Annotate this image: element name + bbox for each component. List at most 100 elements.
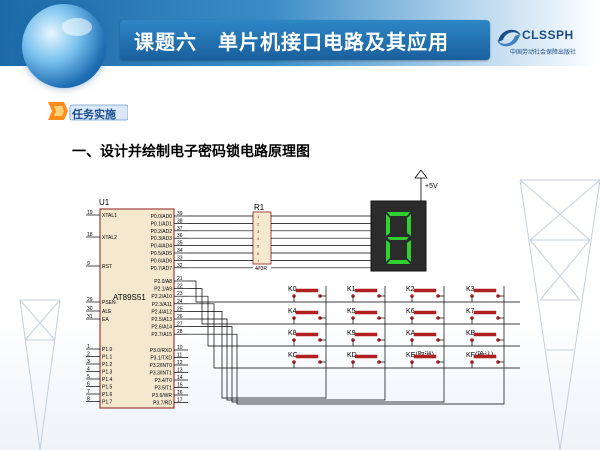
key-label: K0 [288, 286, 297, 293]
pin-number: 30 [87, 306, 93, 312]
pin-name: P0.2/AD2 [151, 229, 173, 235]
key-switch[interactable] [474, 311, 496, 314]
pin-number: 8 [87, 397, 90, 403]
display-digit: 8 [0, 0, 1, 1]
resistor-pack [253, 212, 271, 264]
pin-name: P1.4 [102, 377, 113, 383]
pin-number: 19 [87, 210, 93, 216]
pin-name: PSEN [102, 300, 116, 306]
pin-number: 23 [177, 291, 183, 297]
pin-name: P0.1/AD1 [151, 221, 173, 227]
chip-name: AT89S51 [113, 293, 146, 302]
pin-name: P0.3/AD3 [151, 236, 173, 242]
pin-name: P3.3/INT1 [149, 371, 172, 377]
vcc-arrow [415, 170, 427, 178]
pin-number: 31 [87, 314, 93, 320]
pin-name: P2.4/A12 [151, 309, 172, 315]
r1-ref: R1 [254, 203, 265, 212]
pin-number: 18 [87, 232, 93, 238]
key-switch[interactable] [296, 333, 318, 336]
key-label: K4 [288, 308, 297, 315]
pin-name: ALE [102, 309, 112, 315]
key-switch[interactable] [474, 289, 496, 292]
key-switch[interactable] [414, 311, 436, 314]
pin-number: 14 [177, 375, 183, 381]
key-switch[interactable] [296, 289, 318, 292]
pin-name: P0.6/AD6 [151, 258, 173, 264]
pin-number: 12 [177, 360, 183, 366]
pin-name: P1.5 [102, 385, 113, 391]
key-label: K2 [406, 286, 415, 293]
col-wire [188, 286, 504, 404]
key-switch[interactable] [474, 355, 496, 358]
pin-number: 6 [87, 382, 90, 388]
vcc-label: +5V [425, 183, 438, 190]
pin-number: 16 [177, 390, 183, 396]
pin-number: 26 [177, 314, 183, 320]
pin-number: 1 [87, 344, 90, 350]
key-label: K5 [347, 308, 356, 315]
pin-name: P2.5/A13 [151, 317, 172, 323]
pin-number: 28 [177, 329, 183, 335]
pin-number: 21 [177, 276, 183, 282]
pin-number: 29 [87, 297, 93, 303]
pin-name: P0.5/AD5 [151, 251, 173, 257]
pin-number: 32 [177, 263, 183, 269]
pin-number: 33 [177, 255, 183, 261]
pin-name: P3.4/T0 [154, 378, 172, 384]
pin-number: 2 [87, 352, 90, 358]
key-switch[interactable] [414, 355, 436, 358]
key-switch[interactable] [355, 311, 377, 314]
key-switch[interactable] [355, 355, 377, 358]
pin-number: 36 [177, 233, 183, 239]
pin-name: P2.7/A15 [151, 332, 172, 338]
pin-number: 10 [177, 345, 183, 351]
u1-ref: U1 [99, 198, 110, 207]
pin-name: P3.1/TXD [150, 356, 172, 362]
pin-name: P2.3/A11 [152, 302, 172, 308]
key-switch[interactable] [474, 333, 496, 336]
pin-name: P1.6 [102, 392, 113, 398]
pin-number: 15 [177, 383, 183, 389]
pin-name: P1.1 [102, 355, 113, 361]
col-wire [188, 286, 444, 402]
key-switch[interactable] [296, 311, 318, 314]
pin-name: P3.0/RXD [150, 348, 173, 354]
key-label: K1 [347, 286, 356, 293]
pin-number: 13 [177, 368, 183, 374]
pin-name: P2.1/A9 [154, 287, 172, 293]
pin-number: 17 [177, 398, 183, 404]
pin-number: 37 [177, 226, 183, 232]
pin-number: 35 [177, 241, 183, 247]
key-switch[interactable] [414, 333, 436, 336]
pin-name: P2.0/A8 [154, 279, 172, 285]
pin-number: 24 [177, 299, 183, 305]
pin-name: P0.4/AD4 [151, 244, 173, 250]
pin-name: P1.0 [102, 347, 113, 353]
pin-name: XTAL1 [102, 213, 117, 219]
key-label: K6 [406, 308, 415, 315]
pin-number: 34 [177, 248, 183, 254]
pin-name: XTAL2 [102, 235, 117, 241]
key-label: K8 [288, 330, 297, 337]
pin-number: 38 [177, 218, 183, 224]
key-label: K3 [466, 286, 475, 293]
key-label: K7 [466, 308, 475, 315]
key-switch[interactable] [355, 289, 377, 292]
pin-name: P3.7/RD [153, 401, 172, 407]
pin-number: 27 [177, 322, 183, 328]
col-wire [188, 286, 385, 400]
pin-name: P0.7/AD7 [151, 266, 173, 272]
pin-number: 22 [177, 284, 183, 290]
pin-name: P3.6/WR [152, 393, 172, 399]
key-switch[interactable] [355, 333, 377, 336]
pin-number: 25 [177, 306, 183, 312]
pin-number: 9 [87, 261, 90, 267]
pin-name: P1.2 [102, 362, 113, 368]
key-switch[interactable] [296, 355, 318, 358]
pin-name: P2.2/A10 [151, 294, 172, 300]
pin-name: P1.3 [102, 370, 113, 376]
key-switch[interactable] [414, 289, 436, 292]
